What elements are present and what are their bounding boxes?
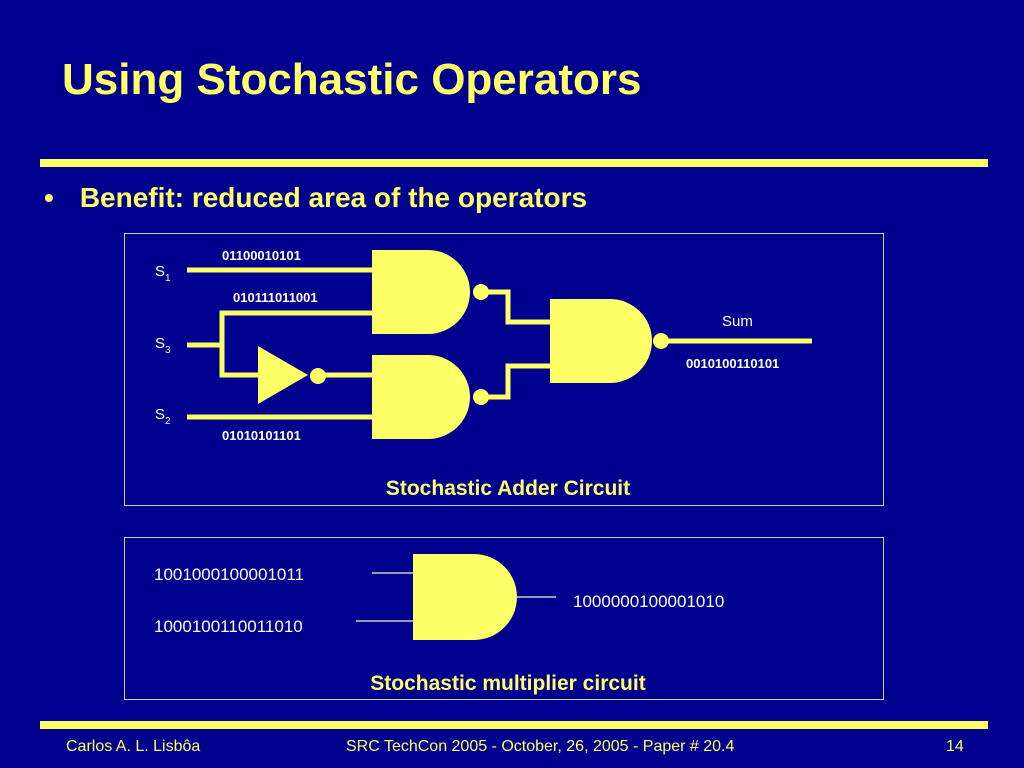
wire-s3-to-inverter: [219, 345, 258, 378]
mult-input-a: 1001000100001011: [154, 565, 304, 584]
adder-caption: Stochastic Adder Circuit: [386, 477, 630, 500]
footer-author: Carlos A. L. Lisbôa: [66, 738, 201, 755]
adder-panel: [124, 233, 884, 506]
nand-bubble-1: [473, 284, 489, 300]
s3-label: S3: [155, 335, 171, 356]
multiplier-circuit: [356, 554, 556, 640]
nand-bubble-output: [653, 333, 669, 349]
s2-bitstream: 01010101101: [222, 428, 301, 443]
inverter-bubble: [310, 368, 326, 384]
nand-gate-1: [372, 250, 470, 334]
adder-circuit: [187, 250, 812, 439]
multiplier-caption: Stochastic multiplier circuit: [370, 672, 645, 695]
s1-bitstream: 01100010101: [222, 248, 301, 263]
page-number: 14: [946, 738, 964, 755]
bullet-text: Benefit: reduced area of the operators: [79, 182, 588, 213]
s3-bitstream: 010111011001: [233, 290, 318, 305]
title-rule: [40, 159, 988, 167]
bullet-item: • Benefit: reduced area of the operators: [44, 182, 587, 214]
nand-gate-output: [550, 299, 652, 383]
footer-rule: [40, 721, 988, 729]
s1-label: S1: [155, 263, 171, 284]
multiplier-panel: [124, 537, 884, 700]
mult-output: 1000000100001010: [573, 592, 724, 611]
wire-nand2-out: [488, 363, 550, 400]
nand-bubble-2: [473, 389, 489, 405]
mult-input-b: 1000100110011010: [154, 617, 303, 636]
and-gate-multiplier: [413, 554, 517, 640]
sum-label: Sum: [722, 313, 753, 330]
footer-conference: SRC TechCon 2005 - October, 26, 2005 - P…: [346, 738, 735, 755]
sum-bitstream: 0010100110101: [686, 356, 779, 371]
s2-label: S2: [155, 406, 171, 427]
nand-gate-2: [372, 355, 470, 439]
bullet-marker: •: [44, 182, 54, 213]
wire-s3: [187, 310, 372, 348]
slide-title: Using Stochastic Operators: [62, 55, 642, 104]
inverter-gate: [258, 346, 308, 404]
wire-nand1-out: [488, 289, 550, 325]
